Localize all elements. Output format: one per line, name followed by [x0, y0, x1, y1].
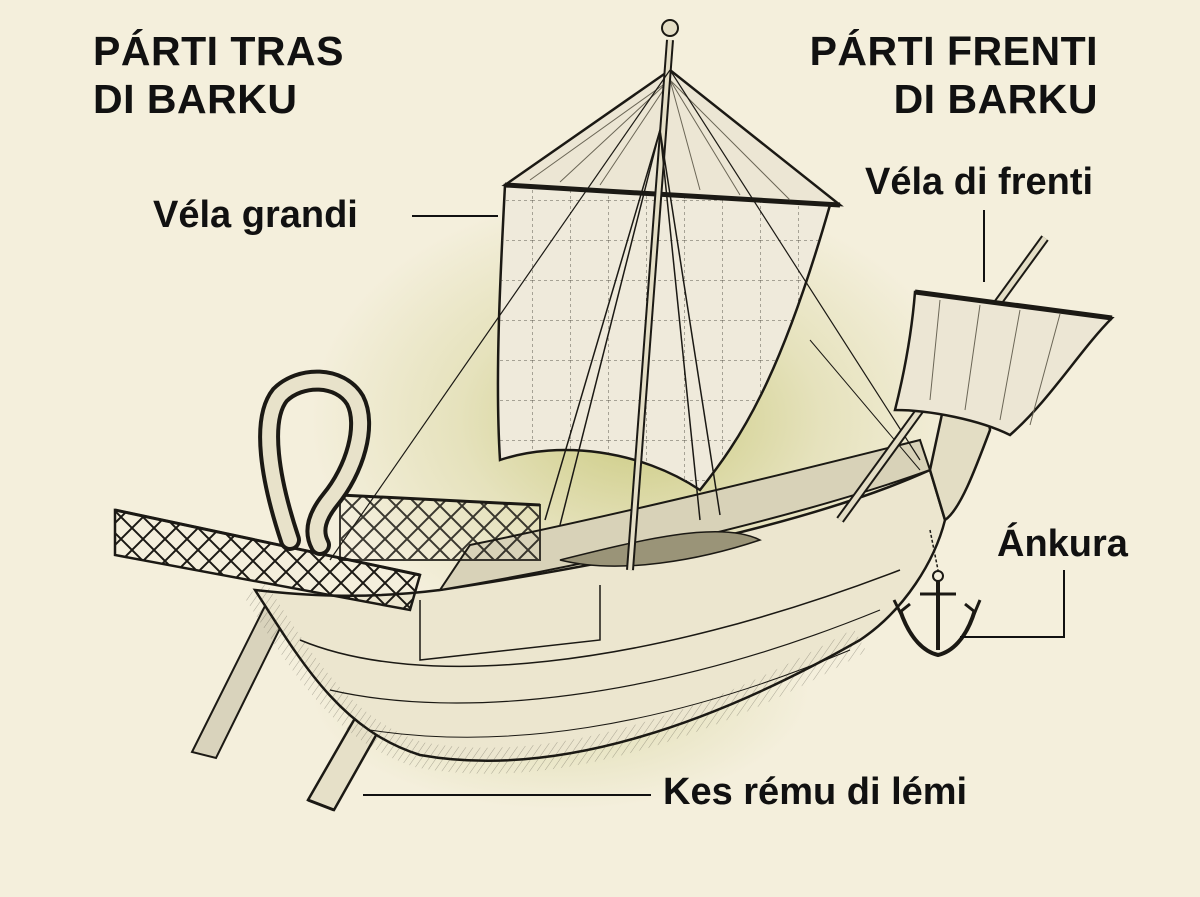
label-main-sail: Véla grandi	[153, 194, 358, 236]
leader-main-sail	[412, 215, 498, 217]
leader-anchor-horizontal	[960, 636, 1065, 638]
deck	[437, 438, 932, 592]
fore-sail	[836, 235, 1115, 523]
label-steering-oar: Kes rému di lémi	[663, 771, 968, 813]
label-fore-sail: Véla di frenti	[865, 161, 1094, 203]
mast-rigging	[329, 19, 921, 571]
leader-steering-oar	[363, 794, 651, 796]
label-anchor: Ánkura	[997, 523, 1128, 565]
leader-anchor-vertical	[1063, 570, 1065, 638]
stern-heading-line-1: PÁRTI TRAS	[93, 28, 344, 74]
bow-heading-line-1: PÁRTI FRENTI	[809, 28, 1098, 74]
main-sail	[496, 68, 844, 492]
bow-heading: PÁRTI FRENTI DI BARKU	[796, 27, 1098, 123]
anchor-icon	[892, 529, 982, 658]
stern-heading-line-2: DI BARKU	[93, 76, 298, 122]
stern-heading: PÁRTI TRAS DI BARKU	[93, 27, 344, 123]
hull	[244, 393, 992, 774]
swan-stern-ornament	[258, 369, 372, 556]
leader-fore-sail	[983, 210, 985, 282]
bow-heading-line-2: DI BARKU	[893, 76, 1098, 122]
